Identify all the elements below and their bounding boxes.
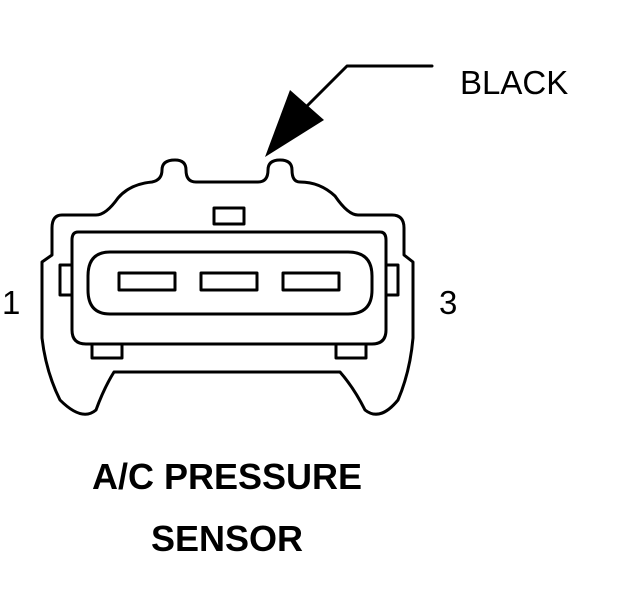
pin-3-label: 3 [439,284,458,321]
connector-housing [40,158,415,416]
leader-arrowhead [265,90,324,157]
terminal-1 [117,271,177,292]
pin-1-label: 1 [2,284,21,321]
wire-color-label: BLACK [460,64,569,101]
bottom-tab-right [334,342,368,360]
pin-cavity [86,250,374,316]
bottom-tab-left [90,342,124,360]
right-lock-nub [384,263,400,297]
terminal-3 [281,271,341,292]
terminal-2 [199,271,259,292]
connector-title-line2: SENSOR [150,518,304,559]
left-lock-nub [58,263,74,297]
connector-title-line1: A/C PRESSURE [91,456,363,497]
connector-inner-outline [70,230,388,346]
leader-line [298,64,434,115]
top-key-tab [212,206,246,226]
